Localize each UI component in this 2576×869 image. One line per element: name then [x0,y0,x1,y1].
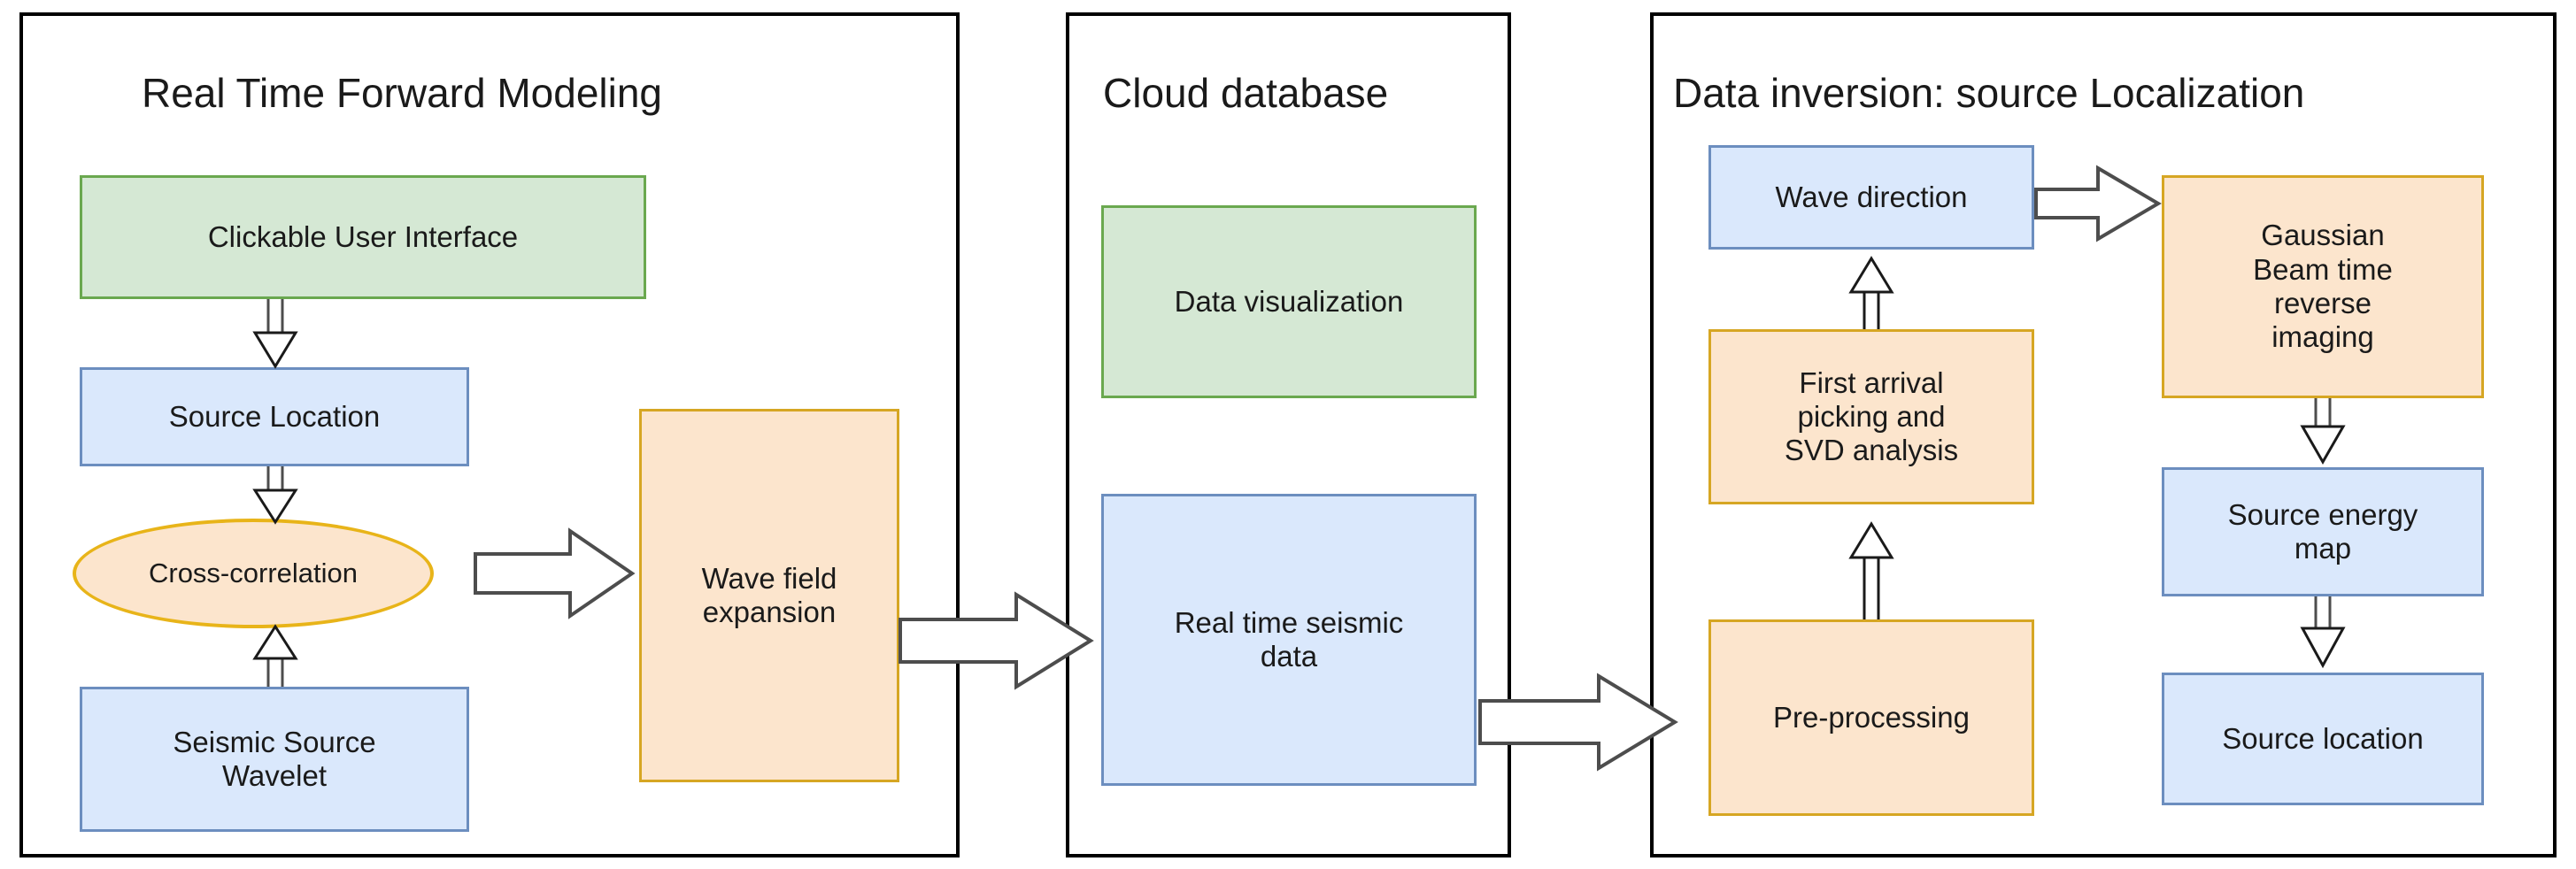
node-first-arrival-picking[interactable]: First arrival picking and SVD analysis [1708,329,2034,504]
node-label: Pre-processing [1773,700,1970,734]
node-gaussian-beam-time-reverse-imaging[interactable]: Gaussian Beam time reverse imaging [2162,175,2484,398]
node-label: First arrival picking and SVD analysis [1784,365,1959,467]
node-label: Source Location [168,399,381,433]
node-pre-processing[interactable]: Pre-processing [1708,619,2034,816]
node-seismic-source-wavelet[interactable]: Seismic Source Wavelet [80,687,469,832]
node-source-location-right[interactable]: Source location [2162,673,2484,805]
node-wave-direction[interactable]: Wave direction [1708,145,2034,250]
node-label: Clickable User Interface [207,219,519,253]
node-label: Source location [2222,721,2424,755]
node-source-energy-map[interactable]: Source energy map [2162,467,2484,596]
node-label: Source energy map [2227,497,2418,565]
panel-title-cloud-database: Cloud database [1103,70,1389,116]
node-data-visualization[interactable]: Data visualization [1101,205,1477,398]
panel-title-data-inversion: Data inversion: source Localization [1673,70,2305,116]
node-label: Cross-correlation [148,558,358,588]
node-wave-field-expansion[interactable]: Wave field expansion [639,409,899,782]
node-label: Gaussian Beam time reverse imaging [2253,219,2393,354]
node-source-location-left[interactable]: Source Location [80,367,469,466]
node-cross-correlation[interactable]: Cross-correlation [73,519,434,628]
node-real-time-seismic-data[interactable]: Real time seismic data [1101,494,1477,786]
node-label: Wave direction [1775,180,1968,213]
panel-title-forward-modeling: Real Time Forward Modeling [142,70,663,116]
node-label: Data visualization [1174,284,1404,318]
node-label: Seismic Source Wavelet [173,725,376,792]
node-label: Real time seismic data [1174,605,1404,673]
node-clickable-user-interface[interactable]: Clickable User Interface [80,175,646,299]
node-label: Wave field expansion [701,561,837,628]
